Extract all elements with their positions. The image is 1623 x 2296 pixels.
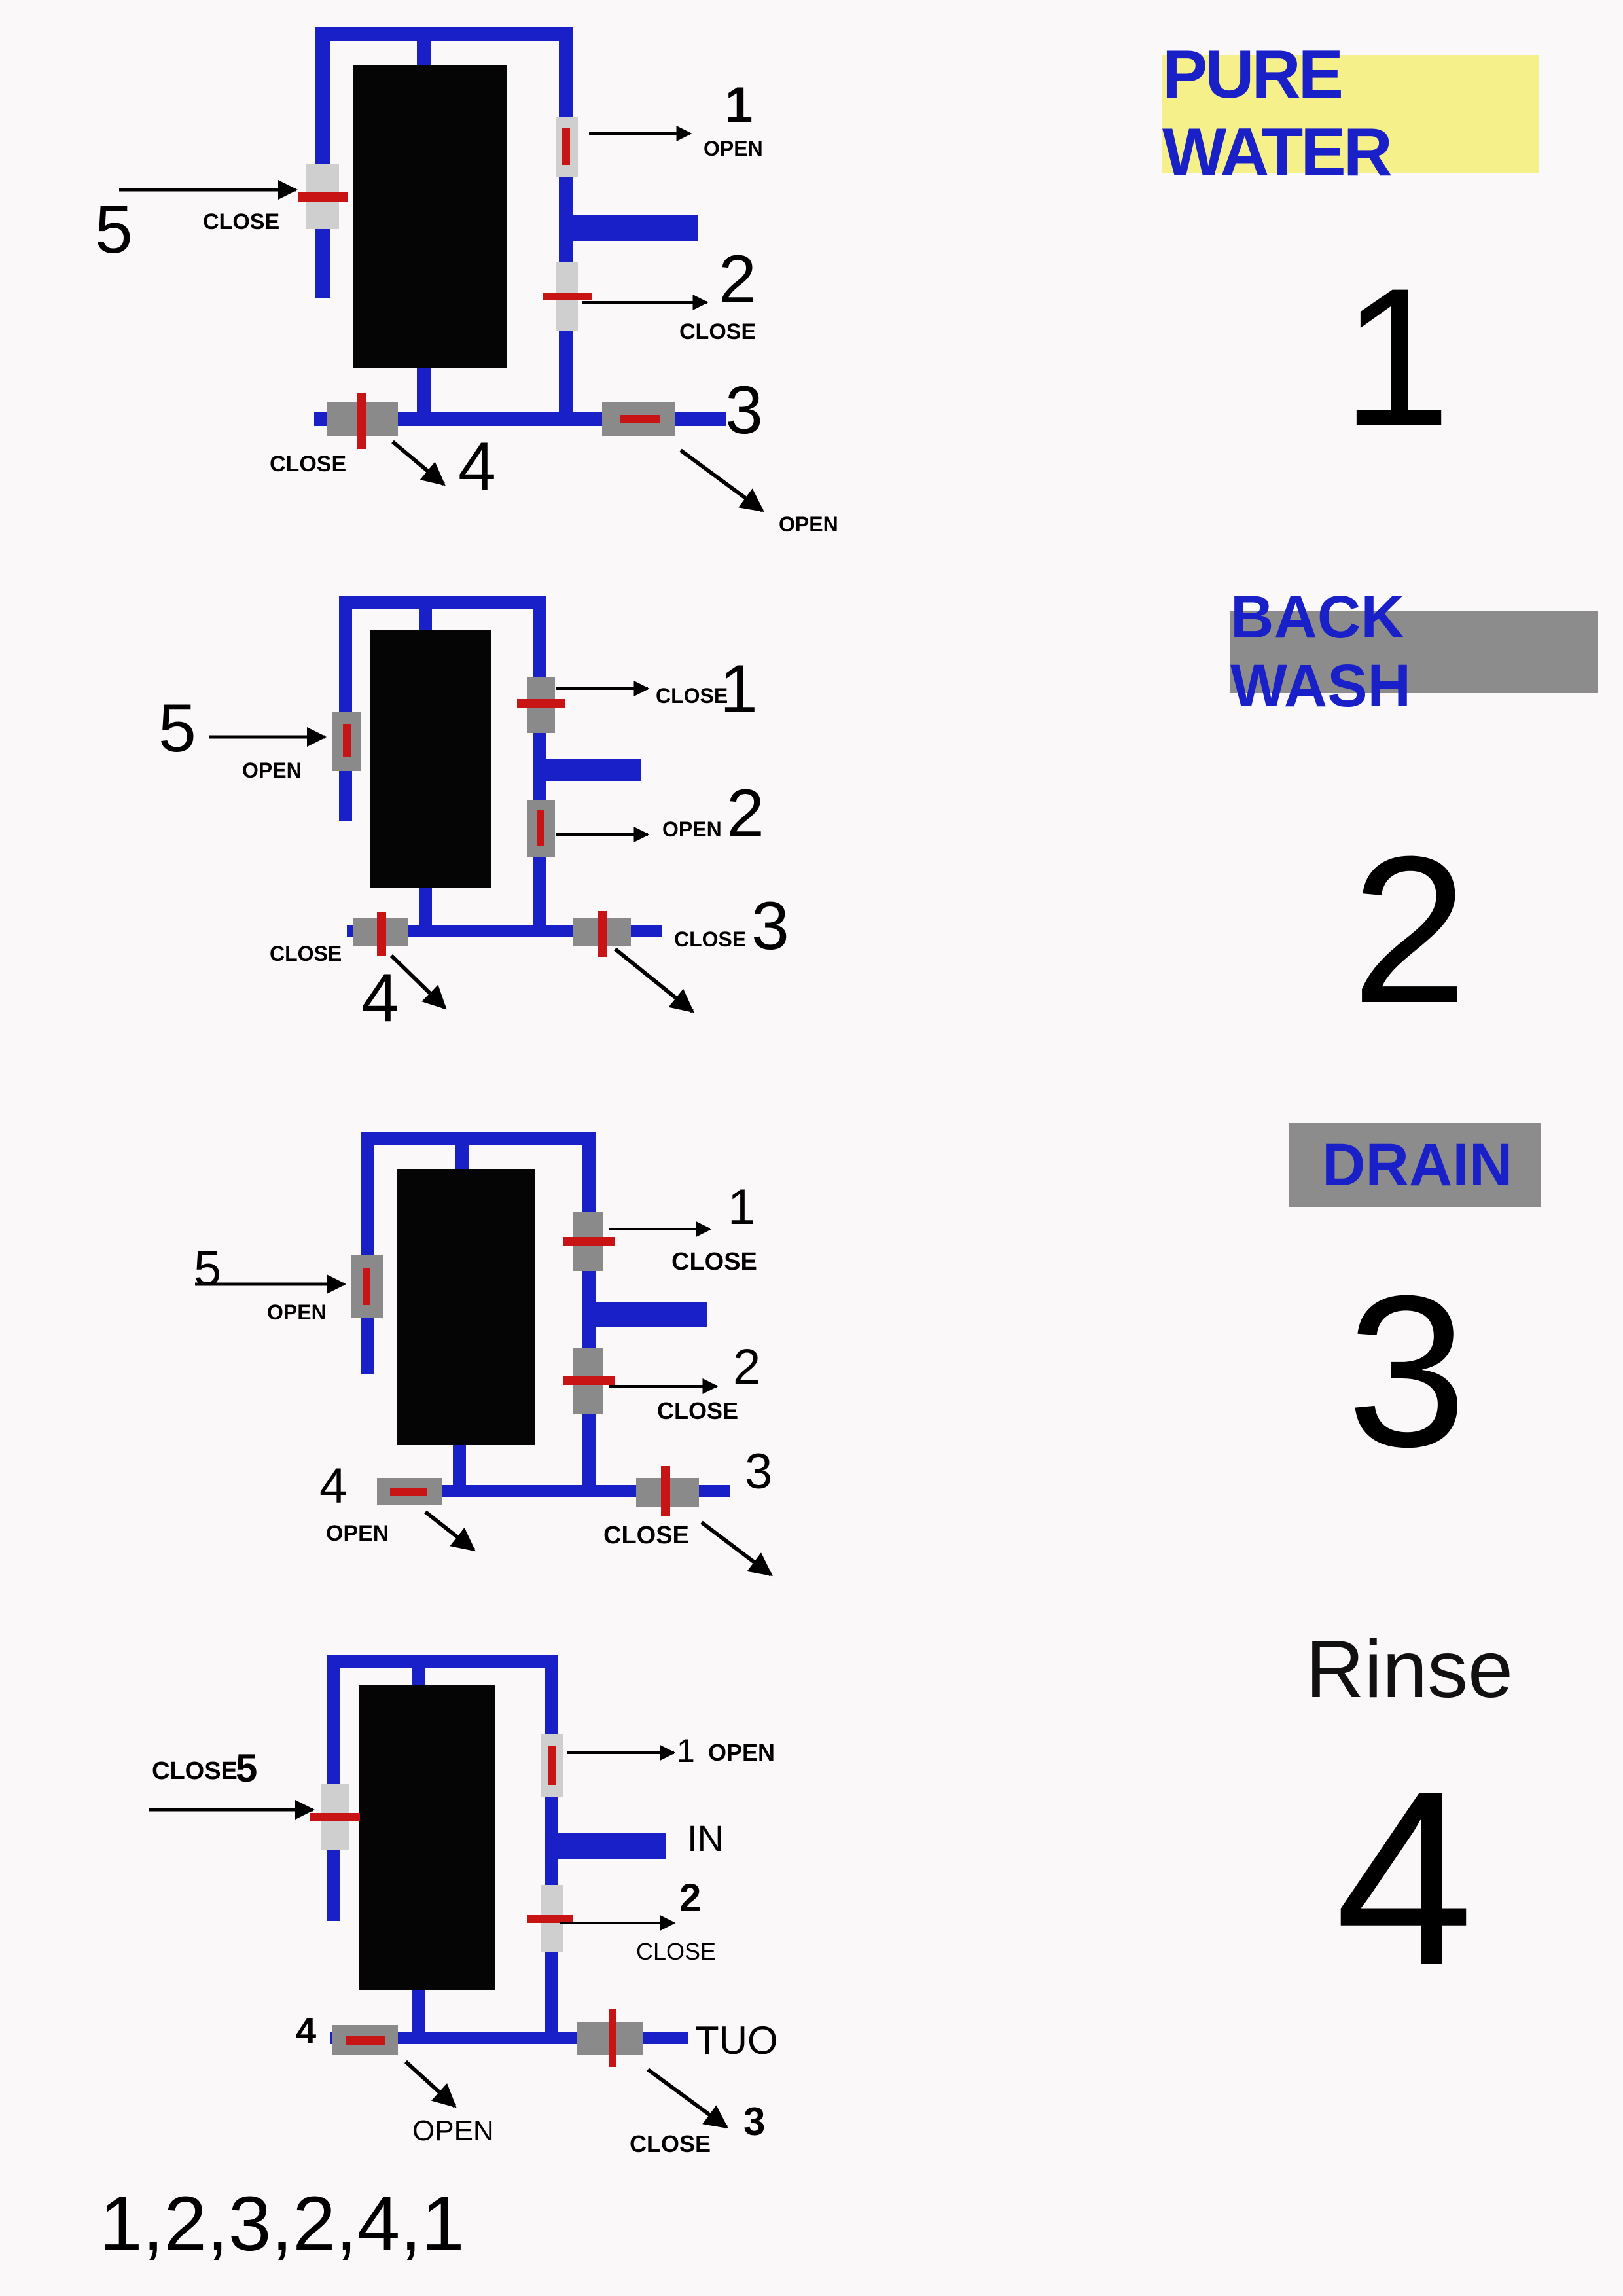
- valve-2[interactable]: [543, 262, 592, 331]
- valve-3-state: CLOSE: [603, 1522, 689, 1549]
- top-pipe: [339, 596, 546, 931]
- valve-3-state: CLOSE: [630, 2130, 711, 2157]
- operation-sequence: 1,2,3,2,4,1: [99, 2181, 465, 2267]
- valve-2-state: CLOSE: [679, 319, 756, 344]
- valve-1[interactable]: [541, 1734, 563, 1797]
- valve-5-state: OPEN: [242, 759, 302, 782]
- arrow-3: [614, 947, 694, 1013]
- valve-5-number: 5: [158, 691, 196, 766]
- valve-4-state: CLOSE: [270, 452, 346, 476]
- filter-tank: [370, 630, 491, 888]
- valve-1-state: CLOSE: [656, 684, 728, 708]
- arrow-4: [424, 1510, 476, 1552]
- valve-4-number: 4: [296, 2010, 316, 2051]
- mode-number-3: 3: [1347, 1250, 1467, 1492]
- mode-number-4: 4: [1335, 1739, 1474, 2017]
- valve-1-number: 1: [720, 651, 758, 727]
- mode-label-drain: DRAIN: [1289, 1123, 1541, 1207]
- valve-2-number: 2: [726, 776, 764, 852]
- valve-1[interactable]: [517, 677, 565, 733]
- inlet-pipe: [546, 759, 641, 781]
- valve-1-number: 1: [728, 1179, 755, 1235]
- mode-number-2: 2: [1351, 812, 1468, 1047]
- valve-1-state: OPEN: [704, 137, 763, 160]
- valve-2[interactable]: [563, 1348, 615, 1414]
- valve-4-number: 4: [319, 1458, 347, 1514]
- valve-1-number: 1: [677, 1732, 695, 1769]
- valve-4-number: 4: [458, 429, 496, 505]
- panel-back-wash: 5 OPEN CLOSE 1 OPEN 2 CLOSE 3 CLOSE 4: [158, 596, 789, 1036]
- valve-2-state: CLOSE: [636, 1938, 716, 1965]
- valve-5-state: CLOSE: [152, 1757, 238, 1785]
- valve-5-number: 5: [236, 1746, 257, 1790]
- valve-4[interactable]: [327, 393, 398, 449]
- valve-3-number: 3: [745, 1444, 772, 1499]
- valve-4-state: OPEN: [326, 1521, 389, 1546]
- valve-4-state: CLOSE: [270, 942, 342, 965]
- arrow-4: [404, 2060, 457, 2108]
- arrow-4: [389, 954, 447, 1010]
- panel-rinse: CLOSE 5 1 OPEN IN 2 CLOSE TUO CLOSE 3 4 …: [149, 1655, 778, 2157]
- inlet-pipe: [558, 1833, 666, 1859]
- inlet-pipe: [596, 1302, 707, 1327]
- valve-4[interactable]: [377, 1478, 442, 1505]
- arrow-3: [679, 448, 764, 512]
- valve-2-state: OPEN: [662, 817, 722, 841]
- valve-4[interactable]: [353, 912, 408, 956]
- mode-number-1: 1: [1342, 247, 1451, 467]
- valve-5[interactable]: [332, 712, 361, 771]
- inlet-pipe: [573, 215, 698, 241]
- arrow-4: [391, 440, 446, 486]
- valve-3[interactable]: [577, 2009, 643, 2067]
- valve-1[interactable]: [563, 1212, 615, 1271]
- valve-5-number: 5: [194, 1241, 221, 1297]
- filter-tank: [353, 65, 507, 368]
- valve-5-state: OPEN: [267, 1300, 327, 1324]
- panel-drain: 5 OPEN 1 CLOSE 2 CLOSE 3 CLOSE 4 OPEN: [194, 1132, 773, 1577]
- outlet-label: TUO: [695, 2018, 778, 2062]
- valve-3[interactable]: [602, 402, 675, 436]
- valve-2-number: 2: [679, 1876, 701, 1920]
- valve-5[interactable]: [298, 164, 348, 229]
- valve-2-number: 2: [719, 242, 757, 317]
- valve-2[interactable]: [527, 1885, 573, 1952]
- valve-4[interactable]: [332, 2025, 398, 2055]
- valve-2[interactable]: [527, 800, 555, 857]
- arrow-3: [700, 1520, 773, 1577]
- valve-3-number: 3: [725, 372, 763, 448]
- valve-5-state: CLOSE: [203, 209, 279, 234]
- mode-label-rinse: Rinse: [1306, 1624, 1514, 1715]
- valve-4-number: 4: [361, 960, 399, 1036]
- filter-tank: [397, 1169, 535, 1445]
- valve-1-number: 1: [725, 77, 753, 133]
- arrow-3: [647, 2068, 728, 2129]
- valve-3[interactable]: [573, 911, 631, 957]
- valve-3-state: CLOSE: [674, 927, 746, 951]
- valve-3-number: 3: [751, 888, 789, 964]
- valve-5-number: 5: [95, 192, 133, 268]
- valve-5[interactable]: [351, 1255, 383, 1318]
- filter-tank: [359, 1685, 495, 1990]
- valve-1-state: CLOSE: [671, 1248, 757, 1276]
- valve-1[interactable]: [556, 117, 578, 177]
- valve-5[interactable]: [310, 1784, 360, 1850]
- valve-4-state: OPEN: [412, 2115, 494, 2147]
- valve-1-state: OPEN: [708, 1739, 775, 1766]
- mode-label-back-wash: BACK WASH: [1230, 584, 1598, 719]
- valve-3-number: 3: [743, 2100, 765, 2144]
- panel-pure-water: 5 CLOSE 1 OPEN 2 CLOSE 3 OPEN 4 CLOSE: [95, 27, 838, 536]
- inlet-label: IN: [687, 1818, 724, 1859]
- valve-2-number: 2: [733, 1339, 760, 1395]
- valve-2-state: CLOSE: [657, 1397, 738, 1424]
- valve-3[interactable]: [636, 1466, 699, 1516]
- valve-3-state: OPEN: [779, 512, 838, 536]
